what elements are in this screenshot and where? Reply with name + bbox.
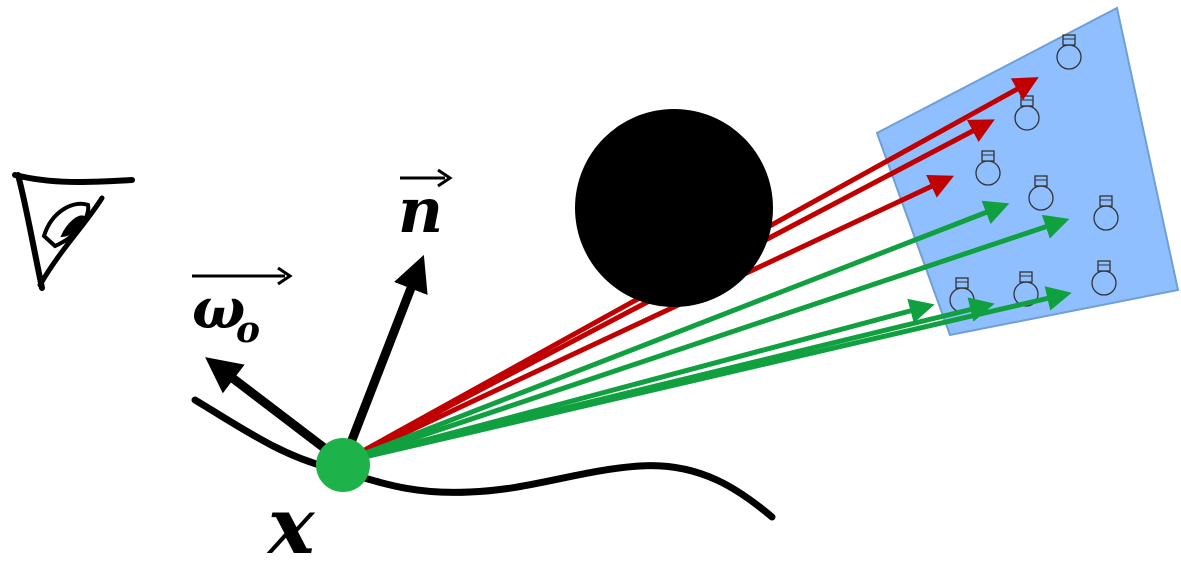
unoccluded-rays — [342, 200, 1072, 465]
eye-icon — [12, 172, 135, 291]
normal-label: n — [398, 168, 453, 247]
normal-label-text: n — [398, 174, 443, 247]
vector-arrowhead — [277, 266, 293, 286]
light-panel — [875, 6, 1180, 337]
outgoing-label: ω o — [192, 266, 293, 351]
unoccluded-ray — [342, 214, 1070, 465]
point-label: x — [266, 481, 316, 563]
outgoing-label-subscript: o — [236, 309, 260, 351]
shading-point — [316, 438, 370, 492]
unoccluded-ray — [342, 200, 1010, 465]
unoccluded-ray — [342, 286, 1072, 465]
occluded-ray — [341, 175, 955, 465]
surface-curve — [191, 396, 776, 521]
outgoing-label-text: ω — [192, 276, 245, 342]
occluder-sphere — [575, 109, 773, 307]
vector-arrowhead — [437, 168, 453, 188]
normal-arrow — [340, 254, 428, 460]
outgoing-direction-arrow — [205, 357, 343, 464]
